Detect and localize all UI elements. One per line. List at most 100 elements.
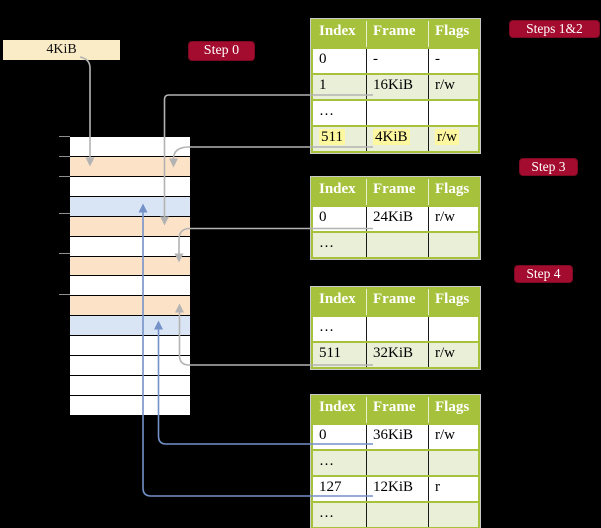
table-cell (428, 503, 478, 527)
table-row: … (313, 501, 478, 527)
table-cell (366, 101, 428, 125)
physical-memory-strip (70, 137, 190, 415)
step-badge-1-2: Steps 1&2 (510, 21, 599, 37)
table-cell (428, 101, 478, 125)
column-header-label: Flags (435, 291, 470, 307)
cell-value: r (435, 479, 440, 495)
memory-frame-row-48KiB (70, 375, 190, 395)
column-header-label: Frame (373, 23, 416, 39)
column-header: Flags (428, 397, 478, 423)
memory-frame-row-40KiB (70, 335, 190, 356)
table-cell: 12KiB (366, 477, 428, 501)
memory-frame-row-16KiB (70, 215, 190, 236)
table-cell (366, 503, 428, 527)
table-cell (428, 317, 478, 341)
cell-value: 12KiB (373, 479, 414, 495)
table-cell: 0 (313, 425, 366, 449)
column-header-label: Frame (373, 399, 416, 415)
address-tick (59, 294, 70, 295)
table-cell: - (366, 49, 428, 73)
table-row: … (313, 315, 478, 341)
column-header: Index (313, 21, 366, 47)
cell-value: r/w (435, 77, 455, 93)
address-tick (59, 136, 70, 137)
table-header-row: Index Frame Flags (313, 397, 478, 423)
table-cell: … (313, 233, 366, 257)
column-header: Index (313, 289, 366, 315)
column-header: Flags (428, 289, 478, 315)
table-header-row: Index Frame Flags (313, 179, 478, 205)
step-badge-0: Step 0 (189, 42, 254, 60)
table-cell: - (428, 49, 478, 73)
column-header: Frame (366, 21, 428, 47)
step-badge-4: Step 4 (515, 266, 572, 282)
cell-value: … (319, 319, 334, 335)
column-header: Frame (366, 179, 428, 205)
memory-frame-row-44KiB (70, 355, 190, 376)
cell-value: 0 (319, 427, 327, 443)
cell-value: r/w (435, 345, 455, 361)
cell-value: 511 (319, 129, 345, 145)
address-tick (59, 253, 70, 254)
column-header-label: Index (319, 23, 356, 39)
table-cell: … (313, 101, 366, 125)
cell-value: 32KiB (373, 345, 414, 361)
table-cell: 511 (313, 127, 366, 151)
column-header-label: Frame (373, 181, 416, 197)
table-cell (428, 233, 478, 257)
cell-value: … (319, 453, 334, 469)
table-row: 1 16KiB r/w (313, 73, 478, 99)
table-cell: r/w (428, 75, 478, 99)
memory-frame-row-12KiB (70, 195, 190, 216)
table-cell: … (313, 451, 366, 475)
table-row: … (313, 231, 478, 257)
memory-frame-row-52KiB (70, 394, 190, 415)
table-cell: … (313, 503, 366, 527)
column-header: Flags (428, 179, 478, 205)
table-cell: … (313, 317, 366, 341)
table-cell: 36KiB (366, 425, 428, 449)
table-cell: 0 (313, 207, 366, 231)
table-cell: r/w (428, 127, 478, 151)
table-cell: r/w (428, 425, 478, 449)
page-table-4: Index Frame Flags 0 36KiB r/w … 127 12KiB r … (311, 395, 480, 528)
memory-frame-row-32KiB (70, 295, 190, 316)
table-row: 0 36KiB r/w (313, 423, 478, 449)
cell-value: … (319, 505, 334, 521)
step-badge-3: Step 3 (520, 159, 577, 175)
table-row: … (313, 449, 478, 475)
table-cell (366, 233, 428, 257)
memory-frame-row-20KiB (70, 235, 190, 256)
memory-frame-row-4KiB (70, 155, 190, 176)
cell-value: 16KiB (373, 77, 414, 93)
table-row: … (313, 99, 478, 125)
table-cell: 24KiB (366, 207, 428, 231)
table-cell (428, 451, 478, 475)
cell-value: … (319, 235, 334, 251)
column-header-label: Index (319, 181, 356, 197)
page-size-label: 4KiB (46, 42, 77, 57)
table-cell: 1 (313, 75, 366, 99)
table-cell: r/w (428, 343, 478, 367)
cell-value: - (435, 51, 440, 67)
cell-value: r/w (435, 129, 459, 145)
cell-value: 36KiB (373, 427, 414, 443)
table-cell (366, 451, 428, 475)
address-tick (59, 156, 70, 157)
column-header-label: Index (319, 399, 356, 415)
column-header: Index (313, 397, 366, 423)
memory-frame-row-36KiB (70, 315, 190, 336)
cell-value: … (319, 103, 334, 119)
column-header-label: Flags (435, 181, 470, 197)
table-cell: 127 (313, 477, 366, 501)
memory-frame-row-24KiB (70, 255, 190, 276)
